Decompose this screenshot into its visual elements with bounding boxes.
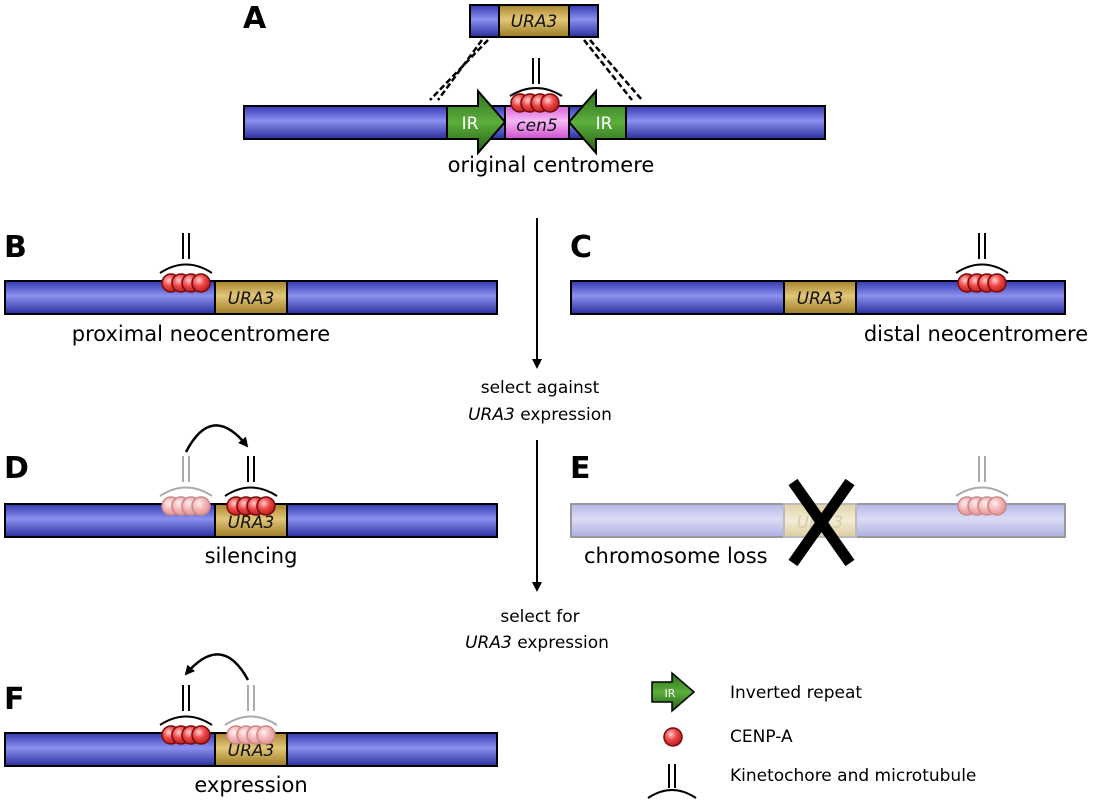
select-for-line1: select for [500,607,579,627]
original-centromere-label: original centromere [448,153,655,177]
select-against-line2: URA3 expression [468,405,612,425]
cenpa-beads-d-faded [161,496,211,516]
expression-label: expression [194,773,307,797]
legend-ir-icon-label: IR [665,687,676,700]
ir-right-arrow [567,88,627,156]
insertion-lines [429,39,643,101]
ura3-label-c: URA3 [797,289,844,309]
loss-cross [788,478,855,567]
panel-label-b: B [4,230,27,265]
distal-neocentromere-label: distal neocentromere [864,322,1088,346]
panel-label-d: D [4,451,29,486]
cenpa-beads-c [957,273,1007,293]
cenpa-beads-b [161,273,211,293]
kinetochore-f-faded [224,685,278,726]
kinetochore-d-faded [159,456,213,497]
movement-arrow-d [184,424,249,453]
kinetochore-d [224,456,278,497]
legend: IR Inverted repeat CENP-A Kinetochore an… [647,671,976,799]
legend-kinetochore-text: Kinetochore and microtubule [730,766,976,786]
cenpa-beads-d [226,496,276,516]
kinetochore-b [159,233,213,274]
cenpa-beads-a [510,93,560,113]
cenpa-beads-f [161,725,211,745]
chromosome-b: URA3 [4,280,498,315]
legend-cenpa-text: CENP-A [730,727,793,747]
panel-label-c: C [570,230,592,265]
chromosome-loss-label: chromosome loss [584,544,768,568]
cenpa-beads-f-faded [226,725,276,745]
kinetochore-c [955,233,1009,274]
legend-cenpa-icon [663,727,683,747]
panel-label-a: A [243,1,267,36]
ir-label-left: IR [462,114,479,134]
ura3-label-b: URA3 [228,289,275,309]
cenpa-beads-e-faded [957,496,1007,516]
silencing-label: silencing [205,544,298,568]
kinetochore-e-faded [955,456,1009,497]
panel-label-f: F [4,682,25,717]
legend-kinetochore-icon [647,764,697,799]
proximal-neocentromere-label: proximal neocentromere [72,322,330,346]
kinetochore-a [509,58,563,97]
legend-ir-text: Inverted repeat [730,683,862,703]
select-for-line2: URA3 expression [465,633,609,653]
select-against-line1: select against [481,378,600,398]
ura3-label-f: URA3 [228,741,275,761]
kinetochore-f [159,685,213,726]
panel-label-e: E [570,451,591,486]
insert-cassette: URA3 [469,4,599,38]
ura3-label-d: URA3 [228,513,275,533]
legend-ir-icon [651,671,696,713]
cen5-label: cen5 [516,116,557,136]
ir-label-right: IR [596,114,613,134]
movement-arrow-f [184,653,250,681]
ura3-label-a-insert: URA3 [511,12,558,32]
ir-left-arrow [446,88,507,156]
